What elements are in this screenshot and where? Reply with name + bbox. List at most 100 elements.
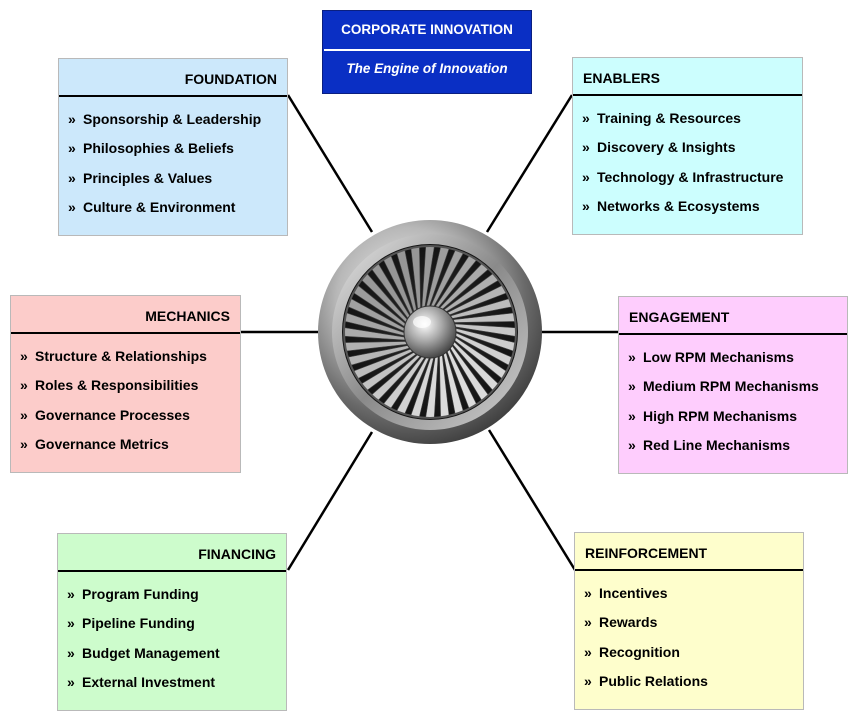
item-label: Governance Metrics (35, 435, 169, 452)
list-item: » Principles & Values (68, 164, 287, 193)
title-subtitle: The Engine of Innovation (346, 61, 508, 76)
item-label: Public Relations (599, 672, 708, 689)
item-label: Program Funding (82, 586, 199, 602)
bullet-icon: » (628, 349, 636, 365)
list-item: » Recognition (584, 638, 803, 667)
list-item: » Sponsorship & Leadership (68, 105, 287, 134)
item-label: Governance Processes (35, 406, 190, 423)
list-item: » Roles & Responsibilities (20, 371, 240, 400)
bullet-icon: » (584, 672, 592, 689)
list-item: » Training & Resources (582, 104, 802, 133)
item-label: Incentives (599, 585, 668, 601)
bullet-icon: » (20, 406, 28, 423)
item-label: Rewards (599, 614, 658, 631)
item-label: Networks & Ecosystems (597, 197, 760, 214)
bullet-icon: » (67, 673, 75, 690)
bullet-icon: » (67, 644, 75, 661)
item-label: Philosophies & Beliefs (83, 140, 234, 157)
panel-heading: ENGAGEMENT (619, 297, 847, 335)
list-item: » Culture & Environment (68, 193, 287, 222)
item-label: Pipeline Funding (82, 615, 195, 632)
item-label: Roles & Responsibilities (35, 377, 199, 394)
engine-hub (403, 305, 457, 359)
panel-heading: REINFORCEMENT (575, 533, 803, 571)
bullet-icon: » (582, 197, 590, 214)
item-label: Red Line Mechanisms (643, 436, 791, 453)
panel-financing: FINANCING » Program Funding » Pipeline Fun… (57, 533, 287, 711)
panel-reinforcement: REINFORCEMENT » Incentives » Rewards » Reco… (574, 532, 804, 710)
list-item: » Pipeline Funding (67, 609, 286, 638)
item-label: Technology & Infrastructure (597, 168, 784, 185)
list-item: » Discovery & Insights (582, 133, 802, 162)
item-label: Principles & Values (83, 169, 213, 186)
list-item: » External Investment (67, 668, 286, 697)
list-item: » Technology & Infrastructure (582, 163, 802, 192)
bullet-icon: » (628, 407, 636, 424)
item-list: » Structure & Relationships » Roles & Resp… (11, 334, 240, 459)
item-label: Low RPM Mechanisms (643, 349, 794, 365)
list-item: »Medium RPM Mechanisms (628, 372, 847, 401)
bullet-icon: » (68, 140, 76, 157)
item-list: » Incentives » Rewards » Recognition » Publi… (575, 571, 803, 696)
item-label: Training & Resources (597, 110, 741, 126)
list-item: » Public Relations (584, 667, 803, 696)
item-list: » Sponsorship & Leadership » Philosophies … (59, 97, 287, 222)
list-item: » Budget Management (67, 639, 286, 668)
bullet-icon: » (628, 436, 636, 453)
title-box: CORPORATE INNOVATION The Engine of Innov… (322, 10, 532, 94)
item-label: Structure & Relationships (35, 348, 207, 364)
item-list: » Program Funding » Pipeline Funding » Budg… (58, 572, 286, 697)
title-main: CORPORATE INNOVATION (341, 22, 513, 37)
list-item: » Governance Processes (20, 401, 240, 430)
list-item: » Philosophies & Beliefs (68, 134, 287, 163)
bullet-icon: » (20, 435, 28, 452)
list-item: » Incentives (584, 579, 803, 608)
connector-enablers (485, 94, 574, 233)
bullet-icon: » (582, 110, 590, 126)
panel-heading: MECHANICS (11, 296, 240, 334)
bullet-icon: » (20, 377, 28, 394)
bullet-icon: » (584, 614, 592, 631)
connector-foundation (286, 94, 374, 233)
list-item: » High RPM Mechanisms (628, 402, 847, 431)
bullet-icon: » (68, 198, 76, 215)
bullet-icon: » (20, 348, 28, 364)
jet-engine-icon (318, 220, 542, 444)
connector-reinforcement (487, 429, 577, 571)
title-divider (324, 49, 530, 51)
item-label: Sponsorship & Leadership (83, 111, 262, 127)
bullet-icon: » (68, 169, 76, 186)
item-label: External Investment (82, 673, 216, 690)
list-item: » Program Funding (67, 580, 286, 609)
list-item: » Red Line Mechanisms (628, 431, 847, 460)
list-item: » Structure & Relationships (20, 342, 240, 371)
item-list: »Low RPM Mechanisms »Medium RPM Mechanis… (619, 335, 847, 460)
list-item: » Governance Metrics (20, 430, 240, 459)
item-label: Budget Management (82, 644, 220, 661)
item-label: Recognition (599, 643, 680, 660)
item-label: High RPM Mechanisms (643, 407, 798, 424)
item-label: Culture & Environment (83, 198, 236, 215)
panel-engagement: ENGAGEMENT »Low RPM Mechanisms »Medium R… (618, 296, 848, 474)
panel-foundation: FOUNDATION » Sponsorship & Leadership » Ph… (58, 58, 288, 236)
bullet-icon: » (582, 168, 590, 185)
bullet-icon: » (584, 585, 592, 601)
list-item: » Low RPM Mechanisms (628, 343, 847, 372)
connector-financing (286, 431, 374, 571)
panel-heading: FOUNDATION (59, 59, 287, 97)
bullet-icon: » (582, 139, 590, 156)
item-label: Discovery & Insights (597, 139, 736, 156)
item-list: » Training & Resources » Discovery & Insig… (573, 96, 802, 221)
bullet-icon: » (68, 111, 76, 127)
bullet-icon: » (584, 643, 592, 660)
panel-heading: ENABLERS (573, 58, 802, 96)
panel-enablers: ENABLERS » Training & Resources » Discover… (572, 57, 803, 235)
item-label: Medium RPM Mechanisms (643, 378, 819, 395)
bullet-icon: » (67, 586, 75, 602)
list-item: » Rewards (584, 608, 803, 637)
panel-mechanics: MECHANICS » Structure & Relationships » Ro… (10, 295, 241, 473)
list-item: » Networks & Ecosystems (582, 192, 802, 221)
panel-heading: FINANCING (58, 534, 286, 572)
bullet-icon: » (67, 615, 75, 632)
